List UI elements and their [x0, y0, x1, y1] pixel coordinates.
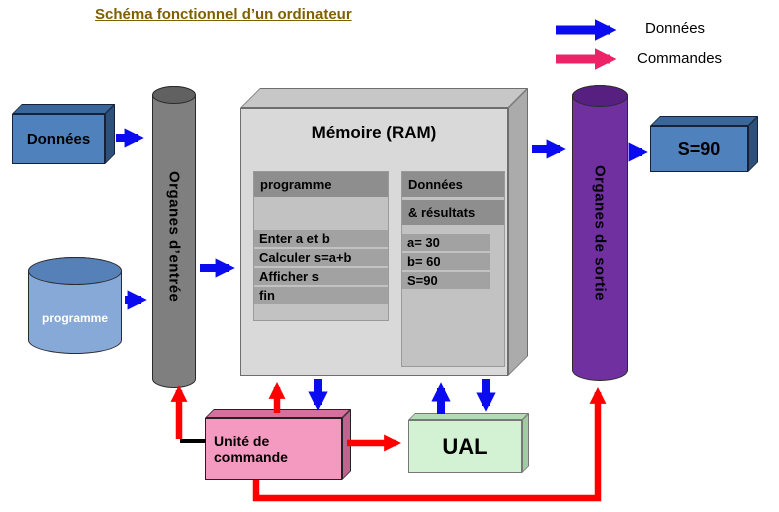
program-instruction-row: Calculer s=a+b — [254, 249, 388, 266]
output-data-box: S=90 — [650, 116, 758, 172]
program-instruction-row: Enter a et b — [254, 230, 388, 247]
output-organ-cylinder: Organes de sortie — [572, 85, 628, 381]
legend-data-label: Données — [645, 20, 706, 37]
output-organ-label: Organes de sortie — [591, 164, 609, 302]
memory-ram-front: Mémoire (RAM) programme Enter a et b Cal… — [240, 108, 508, 376]
program-panel-header: programme — [254, 172, 388, 197]
program-store-label: programme — [41, 311, 109, 326]
output-organ-cylinder-cap — [572, 85, 628, 107]
input-organ-label: Organes d’entrée — [165, 171, 183, 303]
control-unit-top-face — [205, 409, 351, 418]
memory-ram-top-face — [240, 88, 528, 108]
data-value-row: S=90 — [402, 272, 490, 289]
data-value-row: a= 30 — [402, 234, 490, 251]
output-data-box-side-face — [748, 116, 758, 172]
input-data-box-front: Données — [12, 114, 105, 164]
input-data-box: Données — [12, 104, 115, 164]
input-organ-cylinder-cap — [152, 86, 196, 104]
alu-box: UAL — [408, 413, 529, 473]
input-data-label: Données — [26, 130, 91, 148]
program-store-cylinder-cap — [28, 257, 122, 285]
data-results-panel: Données & résultats a= 30 b= 60 S=90 — [401, 171, 505, 367]
control-unit-side-face — [342, 409, 351, 480]
program-panel-rows: Enter a et b Calculer s=a+b Afficher s f… — [254, 230, 388, 306]
control-unit-box: Unité de commande — [205, 409, 351, 480]
memory-ram-box: Mémoire (RAM) programme Enter a et b Cal… — [240, 88, 528, 376]
input-data-box-top-face — [12, 104, 115, 114]
page-title: Schéma fonctionnel d’un ordinateur — [95, 6, 352, 23]
alu-label: UAL — [442, 433, 488, 459]
program-store-cylinder: programme — [28, 257, 122, 354]
program-instruction-row: Afficher s — [254, 268, 388, 285]
data-results-header-line1: Données — [402, 172, 504, 197]
legend-commands-label: Commandes — [637, 50, 723, 67]
data-results-header-line2: & résultats — [402, 200, 504, 225]
input-data-box-side-face — [105, 104, 115, 164]
output-data-label: S=90 — [677, 138, 721, 159]
program-panel: programme Enter a et b Calculer s=a+b Af… — [253, 171, 389, 321]
input-organ-cylinder: Organes d’entrée — [152, 86, 196, 388]
input-organ-cylinder-body: Organes d’entrée — [152, 86, 196, 388]
control-unit-label: Unité de commande — [214, 433, 288, 465]
memory-title: Mémoire (RAM) — [311, 123, 437, 142]
output-organ-cylinder-body: Organes de sortie — [572, 85, 628, 381]
memory-ram-side-face — [508, 88, 528, 376]
output-data-box-front: S=90 — [650, 126, 748, 172]
alu-side-face — [522, 413, 529, 473]
alu-front: UAL — [408, 420, 522, 473]
output-data-box-top-face — [650, 116, 758, 126]
control-unit-front: Unité de commande — [205, 418, 342, 480]
alu-top-face — [408, 413, 529, 420]
data-results-rows: a= 30 b= 60 S=90 — [402, 234, 490, 291]
program-instruction-row: fin — [254, 287, 388, 304]
data-value-row: b= 60 — [402, 253, 490, 270]
